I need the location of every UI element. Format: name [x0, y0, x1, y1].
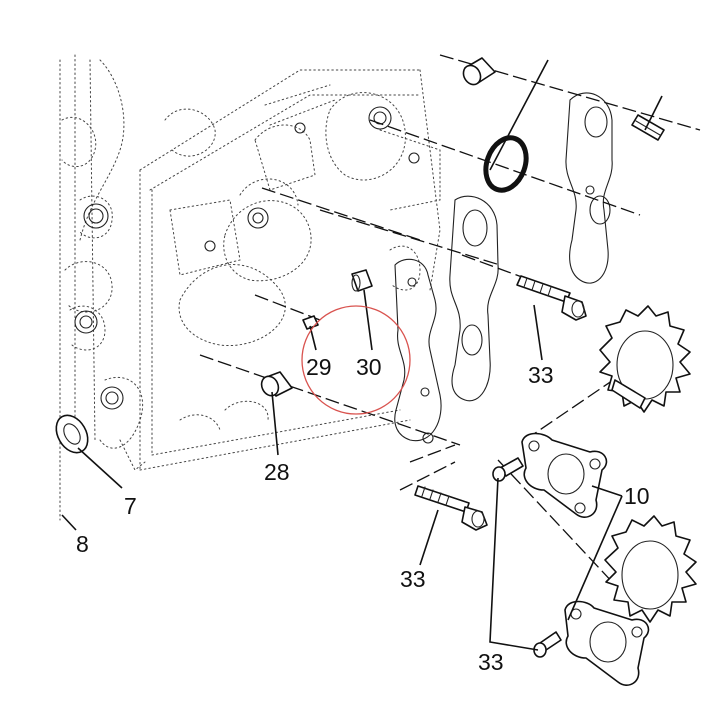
bolt-33-lower: [414, 485, 488, 531]
bolt-top-right: [631, 114, 665, 141]
callout-8: 8: [76, 531, 89, 557]
callout-7: 7: [124, 493, 137, 519]
dowel-sleeve-top: [462, 57, 496, 86]
bearing-cap-right: [565, 92, 613, 284]
flange-10-lower: [564, 600, 650, 686]
callout-33-upper: 33: [528, 362, 554, 388]
bearing-cap-lower: [394, 258, 442, 444]
dowel-pin-30: [351, 269, 373, 292]
leader-lines: [61, 59, 663, 651]
sprocket-lower: [604, 515, 697, 623]
callout-28: 28: [264, 459, 290, 485]
callout-33-lower: 33: [400, 566, 426, 592]
callout-10: 10: [624, 483, 650, 509]
callout-33-bottom: 33: [478, 649, 504, 675]
bolt-33-upper: [516, 275, 587, 321]
cylinder-head-casting: [59, 54, 441, 521]
highlight-circle: [301, 305, 411, 415]
o-ring: [483, 135, 529, 193]
callout-30: 30: [356, 354, 382, 380]
sprocket-upper: [599, 305, 691, 413]
flange-10-upper: [521, 432, 608, 518]
screw-upper: [492, 457, 524, 482]
callout-29: 29: [306, 354, 332, 380]
dowel-sleeve-28: [260, 371, 293, 397]
bearing-cap-middle: [449, 195, 499, 402]
seal-ring-7: [55, 414, 89, 454]
screw-lower: [533, 631, 562, 658]
